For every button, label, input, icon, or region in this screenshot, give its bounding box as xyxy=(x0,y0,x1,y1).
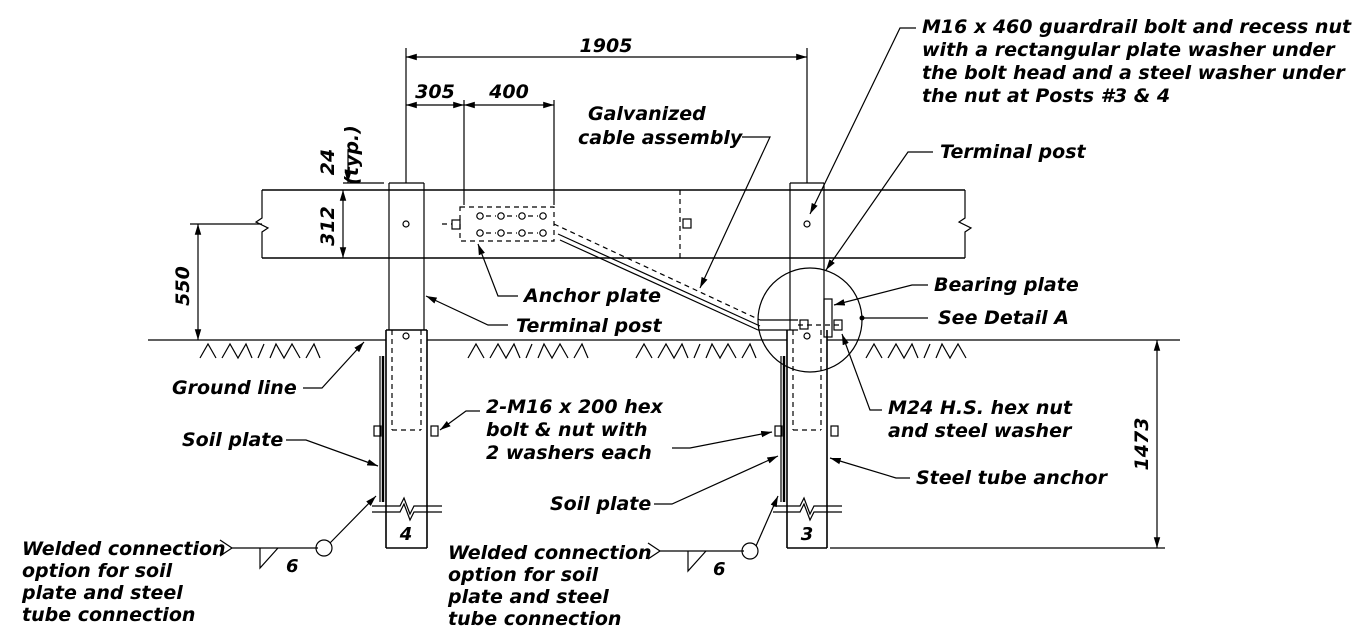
dim-1473: 1473 xyxy=(1131,418,1153,471)
terminal-post-4 xyxy=(388,182,425,431)
dim-312: 312 xyxy=(317,206,339,246)
callout-steel-tube-anchor: Steel tube anchor xyxy=(916,467,1109,489)
callout-hex-nut: M24 H.S. hex nut and steel washer xyxy=(888,397,1079,442)
dim-typ: (typ.) xyxy=(341,125,363,185)
callout-welded-right: Welded connection option for soil plate … xyxy=(447,542,658,630)
callout-terminal-post-top: Terminal post xyxy=(940,141,1087,163)
weld-size-left: 6 xyxy=(286,556,299,577)
dim-305: 305 xyxy=(415,81,455,103)
dim-24: 24 xyxy=(317,149,339,175)
steel-tube-anchor-4 xyxy=(372,329,442,549)
callout-anchor-plate: Anchor plate xyxy=(522,285,661,307)
callout-bearing-plate: Bearing plate xyxy=(934,274,1079,296)
callout-soil-plate-left: Soil plate xyxy=(182,429,283,451)
callout-terminal-post-left: Terminal post xyxy=(516,315,663,337)
bearing-plate xyxy=(823,298,843,338)
weld-size-right: 6 xyxy=(713,559,726,580)
post-number-4: 4 xyxy=(399,524,413,545)
terminal-post-3 xyxy=(789,182,825,431)
weld-symbol-left xyxy=(219,495,377,570)
callout-see-detail: See Detail A xyxy=(938,307,1069,329)
steel-tube-anchor-3 xyxy=(773,330,842,549)
cable-assembly xyxy=(553,223,840,331)
dimension-lines xyxy=(190,48,1165,549)
dim-550: 550 xyxy=(172,266,194,306)
dim-1905: 1905 xyxy=(580,35,633,57)
leader-lines xyxy=(286,27,933,505)
anchor-plate xyxy=(442,206,555,242)
callout-cable-assembly: Galvanized cable assembly xyxy=(578,103,744,149)
callout-hex-bolt: 2-M16 x 200 hex bolt & nut with 2 washer… xyxy=(486,396,670,464)
callout-ground-line: Ground line xyxy=(172,377,297,399)
guardrail-beam xyxy=(254,189,973,259)
weld-symbol-right xyxy=(647,495,779,573)
ground-line xyxy=(148,339,1180,360)
callout-welded-left: Welded connection option for soil plate … xyxy=(21,538,232,626)
callout-guardrail-bolt: M16 x 460 guardrail bolt and recess nut … xyxy=(922,16,1356,107)
callout-soil-plate-right: Soil plate xyxy=(550,493,651,515)
post-number-3: 3 xyxy=(801,524,814,545)
dim-400: 400 xyxy=(488,81,529,103)
